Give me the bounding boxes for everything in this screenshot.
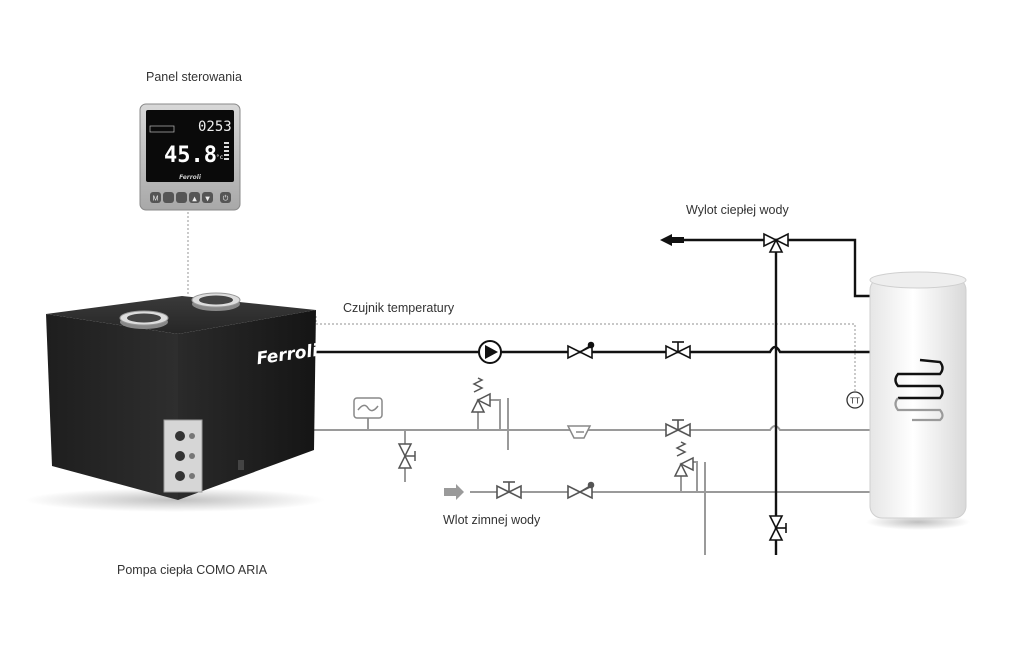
safety-valve-2-icon xyxy=(673,441,694,477)
panel-level-bars xyxy=(224,142,229,160)
flow-pipe xyxy=(300,345,922,361)
heating-coil xyxy=(894,358,944,400)
heat-pump-unit xyxy=(25,292,325,512)
power-button[interactable] xyxy=(220,192,231,203)
heat-pump-label: Pompa ciepła COMO ARIA xyxy=(117,563,268,577)
panel-display-top: 0253 xyxy=(198,119,232,135)
sensor-symbol: TT xyxy=(850,397,860,406)
circulation-pump-icon xyxy=(478,340,502,364)
control-panel-label: Panel sterowania xyxy=(146,70,242,84)
cold-pipes xyxy=(300,398,913,555)
signal-lines xyxy=(187,212,856,394)
panel-display-unit: °c xyxy=(216,154,224,161)
inlet-ball-valve-icon xyxy=(567,481,595,500)
return-pipe xyxy=(300,420,913,431)
power-icon: ⏻ xyxy=(223,195,229,203)
return-gate-valve-icon xyxy=(665,419,691,438)
panel-button-2[interactable] xyxy=(163,192,174,203)
hot-outlet-arrow xyxy=(660,234,672,246)
panel-button-3[interactable] xyxy=(176,192,187,203)
panel-display-main: 45.8 xyxy=(164,143,217,168)
panel-buttons[interactable]: M ▲ ▼ ⏻ xyxy=(150,192,231,203)
hot-pipes xyxy=(300,238,922,555)
mode-button-label: M xyxy=(153,196,159,203)
hot-water-outlet-label: Wylot ciepłej wody xyxy=(686,203,789,217)
inlet-gate-valve-icon xyxy=(496,481,522,500)
safety-valve-icon xyxy=(470,377,491,413)
ball-valve-icon xyxy=(567,341,595,360)
filter-icon xyxy=(566,425,592,439)
temperature-sensor-icon: TT xyxy=(846,391,864,409)
panel-brand: Ferroli xyxy=(179,174,202,181)
down-arrow-icon: ▼ xyxy=(205,196,210,203)
water-tank xyxy=(866,271,970,530)
cold-inlet-arrow xyxy=(444,484,464,500)
up-button[interactable] xyxy=(189,192,200,203)
drain-valve-icon xyxy=(397,443,416,469)
up-arrow-icon: ▲ xyxy=(192,196,197,203)
mode-button[interactable] xyxy=(150,192,161,203)
bottom-valve-icon xyxy=(768,515,787,541)
temp-sensor-cable xyxy=(315,316,856,394)
expansion-vessel-icon xyxy=(353,397,383,419)
gate-valve-icon xyxy=(665,341,691,360)
temp-sensor-label: Czujnik temperatury xyxy=(343,301,455,315)
mixing-valve-icon xyxy=(763,232,789,253)
down-button[interactable] xyxy=(202,192,213,203)
control-panel: 0253 45.8 °c Ferroli M ▲ ▼ ⏻ xyxy=(139,103,241,211)
cold-water-inlet-label: Wlot zimnej wody xyxy=(443,513,541,527)
